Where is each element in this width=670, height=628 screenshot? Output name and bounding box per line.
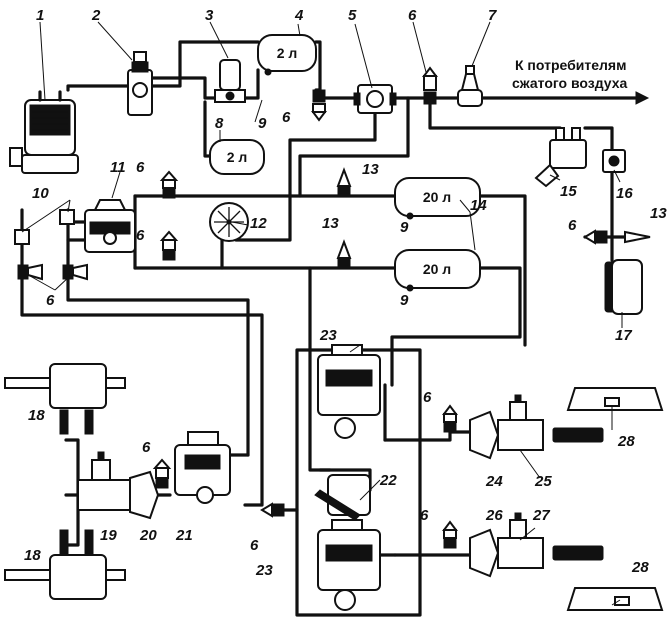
brake-valve-11	[84, 199, 136, 253]
label-6a: 6	[408, 7, 417, 24]
chamber-26	[469, 528, 500, 578]
moisture-separator	[214, 59, 246, 103]
receiver-4: 2 л	[257, 34, 317, 76]
label-20: 20	[139, 527, 157, 544]
fittings-10	[14, 209, 88, 281]
label-19: 19	[100, 527, 117, 544]
label-28a: 28	[617, 433, 635, 450]
receiver-14a: 20 л	[394, 177, 481, 220]
label-16: 16	[616, 185, 633, 202]
control-outlet-22	[260, 502, 285, 518]
label-3: 3	[205, 7, 214, 24]
control-outlet-upper	[159, 170, 179, 199]
label-6c: 6	[136, 159, 145, 176]
label-11: 11	[110, 159, 126, 176]
label-13a: 13	[362, 161, 379, 178]
pipelines	[20, 40, 642, 617]
label-26: 26	[485, 507, 503, 524]
valve-15	[534, 127, 587, 188]
label-4: 4	[294, 7, 304, 24]
label-5: 5	[348, 7, 357, 24]
label-6b: 6	[282, 109, 291, 126]
label-6g: 6	[423, 389, 432, 406]
brake-unit-18-top	[4, 363, 126, 435]
receiver-8-volume: 2 л	[227, 149, 248, 165]
label-18b: 18	[24, 547, 41, 564]
control-outlet-26	[442, 520, 458, 549]
label-12: 12	[250, 215, 267, 232]
label-23a: 23	[319, 327, 337, 344]
receiver-14b-volume: 20 л	[423, 261, 451, 277]
control-outlet-16	[583, 229, 608, 245]
label-27: 27	[532, 507, 550, 524]
valve-23-bottom	[317, 519, 381, 611]
brake-unit-18-bottom	[4, 529, 126, 600]
label-25: 25	[534, 473, 552, 490]
cylinder-25	[497, 394, 604, 451]
label-6h: 6	[142, 439, 151, 456]
brake-tray-28-bottom	[566, 587, 664, 611]
label-6e: 6	[46, 292, 55, 309]
valve-16	[602, 149, 626, 173]
caption-line-2: сжатого воздуха	[512, 75, 628, 91]
cylinder-27	[497, 512, 604, 569]
receiver-14b: 20 л	[394, 249, 481, 292]
label-1: 1	[36, 7, 44, 24]
label-17: 17	[615, 327, 632, 344]
label-13c: 13	[650, 205, 667, 222]
control-outlet-top	[422, 66, 438, 105]
label-6d: 6	[136, 227, 145, 244]
relay-valve-21	[174, 431, 231, 504]
chamber-20	[129, 470, 160, 520]
pressure-switch	[457, 65, 483, 107]
label-9a: 9	[258, 115, 267, 132]
label-13b: 13	[322, 215, 339, 232]
output-arrow	[635, 91, 650, 105]
control-outlet-r4	[311, 89, 327, 122]
drain-valve-13a	[336, 167, 352, 197]
label-15: 15	[560, 183, 577, 200]
label-8: 8	[215, 115, 224, 132]
label-18a: 18	[28, 407, 45, 424]
valve-23-top	[317, 344, 381, 439]
drain-valve-13c	[624, 230, 651, 244]
label-23b: 23	[255, 562, 273, 579]
brake-chamber-17	[604, 259, 643, 315]
receiver-14a-volume: 20 л	[423, 189, 451, 205]
compressor	[9, 90, 79, 174]
label-22: 22	[379, 472, 397, 489]
control-outlet-24	[442, 404, 458, 433]
leader-lines	[21, 21, 623, 606]
part-labels: 1 2 3 4 5 6 7 9 6 8 6 11 10 13 12 6 13 9…	[24, 7, 667, 579]
chamber-24	[469, 410, 500, 460]
receiver-4-volume: 2 л	[277, 45, 298, 61]
label-21: 21	[175, 527, 193, 544]
label-28b: 28	[631, 559, 649, 576]
valve-22	[314, 474, 371, 521]
manometer	[209, 202, 249, 242]
label-6i: 6	[420, 507, 429, 524]
cylinder-19	[77, 451, 131, 511]
drain-valve-13b	[336, 239, 352, 269]
label-6j: 6	[250, 537, 259, 554]
label-9c: 9	[400, 292, 409, 309]
label-7: 7	[488, 7, 497, 24]
protection-valve	[353, 84, 397, 114]
label-6f: 6	[568, 217, 577, 234]
label-10: 10	[32, 185, 49, 202]
control-outlet-lower	[159, 230, 179, 261]
label-24: 24	[485, 473, 503, 490]
label-2: 2	[91, 7, 101, 24]
control-outlet-21	[152, 458, 172, 489]
receiver-8: 2 л	[209, 139, 265, 175]
brake-tray-28-top	[566, 387, 664, 411]
label-9b: 9	[400, 219, 409, 236]
label-14: 14	[470, 197, 487, 214]
caption-line-1: К потребителям	[515, 57, 626, 73]
pressure-regulator	[127, 51, 153, 116]
